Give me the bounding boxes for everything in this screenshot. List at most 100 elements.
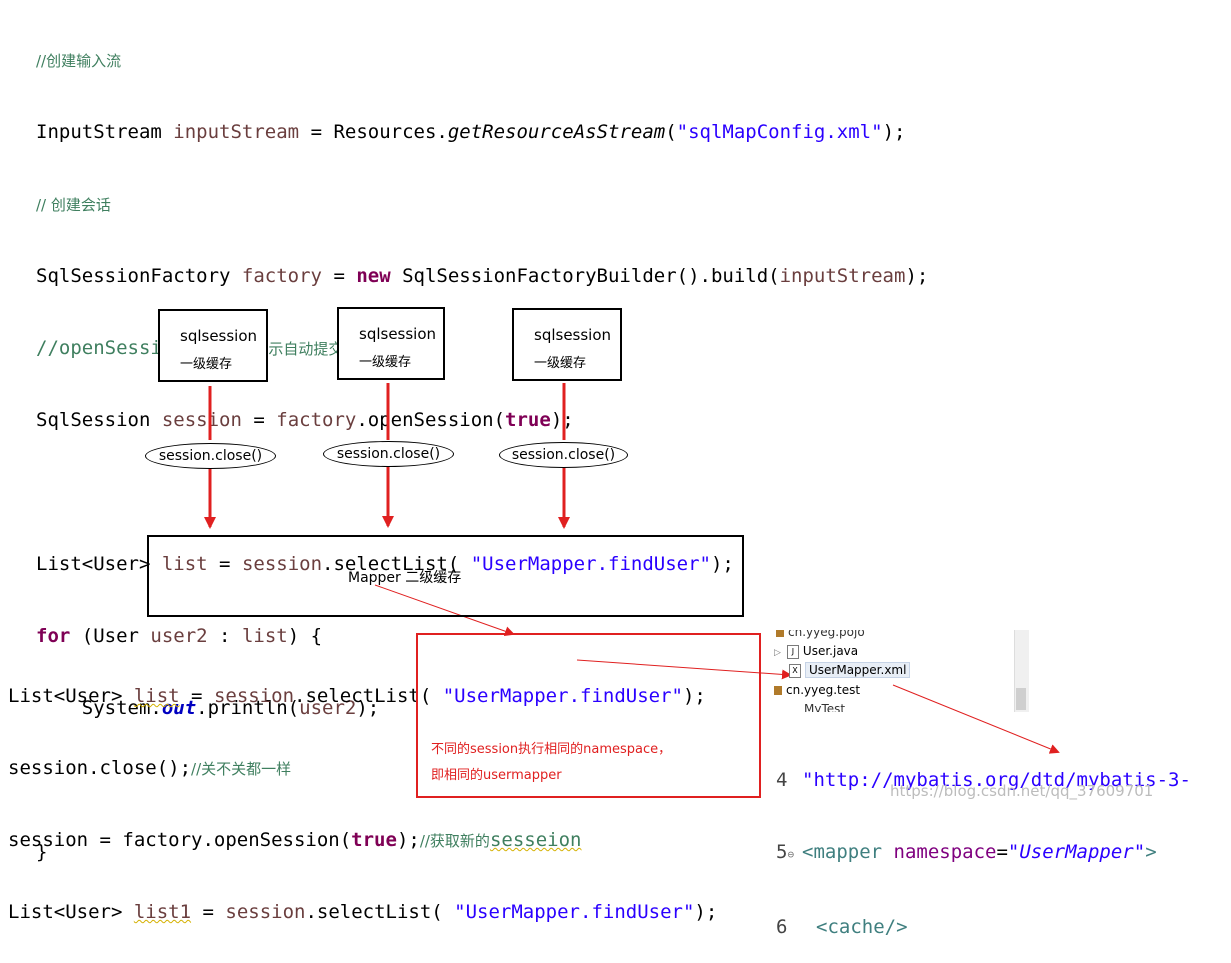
code-token: inputStream: [779, 265, 906, 287]
sqlsession-label: sqlsession: [180, 327, 258, 345]
fold-marker-icon[interactable]: ⊖: [787, 848, 795, 861]
namespace-note-box: [416, 633, 761, 798]
line-number: 5⊖: [776, 841, 795, 863]
watermark: https://blog.csdn.net/qq_37609701: [890, 782, 1154, 800]
tree-item-mytest[interactable]: MyTest: [804, 702, 845, 712]
code-token: );: [905, 265, 929, 287]
code-token: new: [356, 265, 391, 287]
package-icon: [776, 630, 784, 637]
code-token: );: [356, 697, 380, 719]
sqlsession-label: sqlsession: [534, 326, 612, 344]
code-token: .println(: [196, 697, 300, 719]
session-close-ellipse-1: session.close(): [145, 443, 276, 469]
code-token: user2: [150, 625, 208, 647]
code-comment: sesseion: [489, 829, 582, 851]
note-line-2: 即相同的usermapper: [431, 768, 562, 783]
code-token: .selectList(: [305, 901, 455, 923]
code-comment: //创建输入流: [36, 52, 122, 70]
code-token: SqlSessionFactoryBuilder().build(: [390, 265, 780, 287]
sqlsession-box-2: sqlsession 一级缓存: [337, 307, 445, 380]
first-level-cache-label: 一级缓存: [534, 356, 587, 371]
code-token: session.close();: [8, 757, 192, 779]
code-token: session: [225, 901, 306, 923]
code-token: out: [161, 697, 197, 719]
code-comment: // 创建会话: [36, 196, 111, 214]
code-token: session: [161, 409, 242, 431]
first-level-cache-label: 一级缓存: [359, 355, 412, 370]
code-token: user2: [299, 697, 357, 719]
code-token: "UserMapper.findUser": [442, 685, 683, 707]
tree-package-test[interactable]: cn.yyeg.test: [774, 683, 860, 697]
mapper-cache-box: Mapper 二级缓存: [147, 535, 744, 617]
pointer-arrow-namespace: [892, 684, 1060, 754]
code-token: ) {: [287, 625, 323, 647]
code-token: true: [505, 409, 551, 431]
xml-token: <mapper: [802, 841, 894, 863]
code-token: list: [161, 553, 208, 575]
session-close-ellipse-3: session.close(): [499, 442, 628, 468]
code-token: getResourceAsStream: [447, 121, 666, 143]
code-token: .selectList(: [294, 685, 443, 707]
code-token: session: [213, 685, 295, 707]
line-number: 4: [776, 769, 788, 791]
tree-label: cn.yyeg.test: [786, 683, 861, 697]
tree-label: cn.yyeg.pojo: [788, 630, 865, 639]
code-token: (User: [70, 625, 151, 647]
code-token: List<User>: [36, 553, 151, 575]
code-token: =: [241, 409, 277, 431]
code-token: InputStream: [36, 121, 162, 143]
sqlsession-box-1: sqlsession 一级缓存: [158, 309, 268, 382]
code-token: SqlSession: [36, 409, 151, 431]
code-token: "sqlMapConfig.xml": [676, 121, 883, 143]
code-comment: 表示自动提交: [253, 340, 344, 358]
code-token: =: [191, 901, 226, 923]
code-token: list1: [133, 901, 192, 923]
code-token: .selectList(: [322, 553, 471, 575]
mapper-cache-label: Mapper 二级缓存: [348, 570, 462, 586]
tree-scrollbar-thumb[interactable]: [1016, 688, 1026, 710]
pointer-arrow-mapper: [374, 584, 515, 637]
tree-label: MyTest: [804, 702, 846, 712]
xml-editor: 4"http://mybatis.org/dtd/mybatis-3- 5⊖<m…: [776, 720, 1191, 963]
code-token: factory: [241, 265, 322, 287]
code-token: for: [36, 625, 71, 647]
code-token: true: [351, 829, 397, 851]
tree-label: UserMapper.xml: [805, 662, 911, 678]
code-token: );: [882, 121, 906, 143]
code-token: System.: [36, 697, 162, 719]
code-token: List<User>: [8, 901, 134, 923]
code-token: .openSession(: [356, 409, 506, 431]
code-comment: //关不关都一样: [191, 760, 292, 778]
sqlsession-box-3: sqlsession 一级缓存: [512, 308, 622, 381]
code-token: );: [694, 901, 718, 923]
xml-token: "UserMapper": [1007, 841, 1146, 863]
code-token: (: [665, 121, 677, 143]
code-token: );: [396, 829, 420, 851]
diagram-arrows: [204, 383, 1060, 754]
tree-label: User.java: [802, 644, 859, 658]
pointer-arrow-file: [576, 659, 792, 680]
code-token: );: [710, 553, 734, 575]
xml-token: <cache/>: [816, 916, 908, 938]
code-token: session: [241, 553, 323, 575]
code-comment: //获取新的: [419, 832, 490, 850]
line-number: 6: [776, 916, 788, 938]
expand-arrow-icon[interactable]: ▷: [774, 648, 781, 658]
xml-token: =: [996, 841, 1008, 863]
sqlsession-label: sqlsession: [359, 325, 437, 343]
code-token: List<User>: [8, 685, 134, 707]
tree-package-pojo[interactable]: cn.yyeg.pojo: [776, 630, 865, 639]
code-token: list: [241, 625, 288, 647]
package-icon: [774, 686, 782, 695]
code-token: session = factory.openSession(: [8, 829, 352, 851]
session-close-ellipse-2: session.close(): [323, 441, 454, 467]
code-token: );: [682, 685, 706, 707]
xml-token: >: [1145, 841, 1157, 863]
code-token: list: [133, 685, 180, 707]
code-token: );: [550, 409, 574, 431]
code-token: =: [179, 685, 214, 707]
code-token: inputStream: [173, 121, 300, 143]
